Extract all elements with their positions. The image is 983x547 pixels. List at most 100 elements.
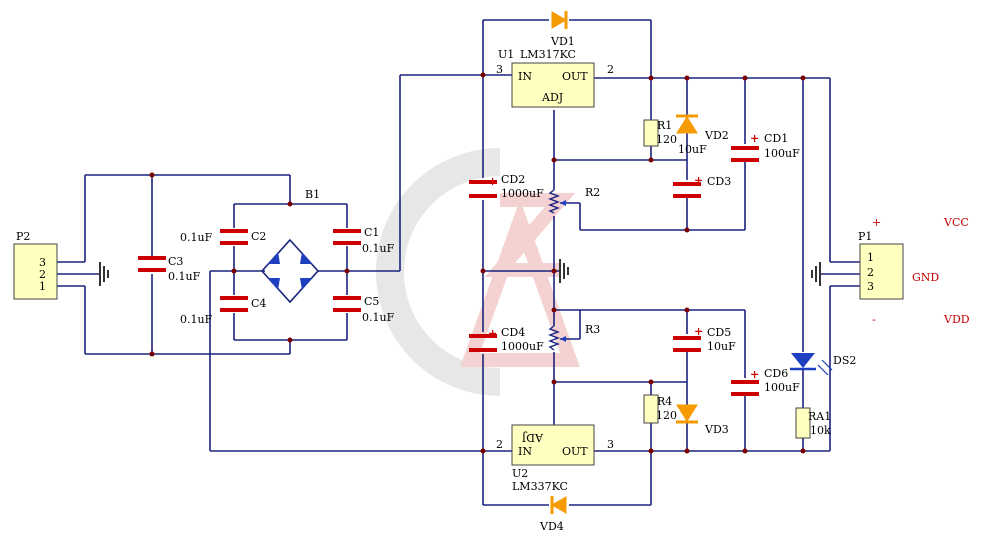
cd6-label: CD6	[764, 367, 788, 380]
cd1-plus: +	[750, 132, 759, 145]
cd1-value: 100uF	[764, 147, 800, 160]
vcc-label: VCC	[943, 216, 969, 229]
capacitor-cd1: + CD1 100uF	[731, 132, 800, 162]
capacitor-cd6: + CD6 100uF	[731, 367, 800, 396]
u1-label: U1	[498, 48, 514, 61]
capacitor-c5: C5 0.1uF	[333, 295, 395, 324]
vd2-note: 10uF	[678, 143, 707, 156]
led-ds2: DS2	[790, 353, 856, 376]
cd4-plus: +	[488, 327, 497, 340]
u2-label: U2	[512, 467, 528, 480]
zener-vd2: VD2 10uF	[676, 114, 729, 156]
ground-symbol-left	[99, 262, 109, 286]
connector-p1: P1 1 2 3	[858, 230, 904, 300]
r1-label: R1	[657, 119, 672, 132]
junction-dots	[149, 72, 806, 454]
c1-value: 0.1uF	[362, 242, 395, 255]
potentiometer-r3: R3	[548, 323, 600, 351]
capacitor-c3: C3 0.1uF	[138, 255, 201, 283]
c5-value: 0.1uF	[362, 311, 395, 324]
c2-value: 0.1uF	[180, 231, 213, 244]
output-labels: + VCC GND - VDD	[872, 216, 970, 326]
cd4-label: CD4	[501, 326, 525, 339]
connector-p2: P2 3 2 1	[13, 230, 58, 300]
cd2-label: CD2	[501, 173, 525, 186]
r1-value: 120	[656, 133, 677, 146]
vd3-label: VD3	[704, 423, 729, 436]
ground-symbol-right	[811, 262, 821, 286]
vd2-label: VD2	[704, 129, 729, 142]
capacitor-c2: C2 0.1uF	[180, 229, 266, 245]
resistor-r4: R4 120	[643, 394, 677, 424]
gnd-label: GND	[912, 271, 939, 284]
c3-label: C3	[168, 255, 183, 268]
vdd-label: VDD	[943, 313, 970, 326]
u2-pin-adj: ADJ	[522, 431, 544, 444]
p2-pin-2: 2	[39, 268, 46, 281]
u2-model: LM337KC	[512, 480, 568, 493]
c2-label: C2	[251, 230, 266, 243]
zener-vd3: VD3	[676, 404, 729, 436]
c4-value: 0.1uF	[180, 313, 213, 326]
ra1-value: 10k	[810, 424, 831, 437]
p1-pin-3: 3	[867, 280, 874, 293]
cd6-value: 100uF	[764, 381, 800, 394]
r2-label: R2	[585, 186, 600, 199]
vd4-label: VD4	[539, 520, 564, 533]
u1-model: LM317KC	[520, 48, 576, 61]
cd1-label: CD1	[764, 132, 788, 145]
u2-pin-3: 3	[607, 438, 614, 451]
capacitor-cd5: + CD5 10uF	[673, 325, 736, 353]
resistor-r1: R1 120	[643, 119, 677, 147]
capacitor-cd2: + CD2 1000uF	[469, 173, 544, 200]
vcc-sign: +	[872, 216, 881, 229]
u1-pin-2: 2	[607, 63, 614, 76]
cd6-plus: +	[750, 368, 759, 381]
c3-value: 0.1uF	[168, 270, 201, 283]
potentiometer-r2: R2	[548, 186, 600, 214]
p2-pin-1: 1	[39, 280, 46, 293]
r4-value: 120	[656, 409, 677, 422]
b1-label: B1	[305, 188, 320, 201]
u1-pin-3: 3	[496, 63, 503, 76]
bridge-rectifier-b1: B1	[260, 188, 320, 304]
u2-pin-2: 2	[496, 438, 503, 451]
ra1-label: RA1	[808, 410, 831, 423]
u1-pin-out: OUT	[562, 70, 588, 83]
cd3-label: CD3	[707, 175, 731, 188]
cd4-value: 1000uF	[501, 340, 544, 353]
cd3-plus: +	[694, 174, 703, 187]
cd5-plus: +	[694, 325, 703, 338]
p1-label: P1	[858, 230, 872, 243]
u2-pin-in: IN	[518, 445, 532, 458]
cd2-plus: +	[488, 175, 497, 188]
cd5-value: 10uF	[707, 340, 736, 353]
r4-label: R4	[657, 395, 672, 408]
capacitor-cd4: + CD4 1000uF	[469, 326, 544, 353]
c5-label: C5	[364, 295, 379, 308]
u1-pin-adj: ADJ	[541, 91, 563, 104]
p2-pin-3: 3	[39, 256, 46, 269]
diode-vd4: VD4	[539, 496, 567, 533]
p2-label: P2	[16, 230, 30, 243]
capacitor-c4: C4 0.1uF	[180, 296, 266, 326]
cd5-label: CD5	[707, 326, 731, 339]
c4-label: C4	[251, 297, 266, 310]
regulator-u2: U2 LM337KC IN OUT ADJ 2 3	[496, 424, 614, 493]
p1-pin-1: 1	[867, 251, 874, 264]
vdd-sign: -	[872, 313, 876, 326]
u2-pin-out: OUT	[562, 445, 588, 458]
c1-label: C1	[364, 226, 379, 239]
ground-symbol-center	[559, 259, 569, 283]
resistor-ra1: RA1 10k	[795, 407, 831, 439]
capacitor-cd3: + CD3	[673, 174, 731, 198]
wires	[57, 19, 860, 506]
vd1-label: VD1	[550, 35, 575, 48]
p1-pin-2: 2	[867, 266, 874, 279]
diode-vd1: VD1	[550, 11, 575, 48]
ds2-label: DS2	[833, 354, 856, 367]
capacitor-c1: C1 0.1uF	[333, 226, 395, 255]
watermark-logo	[376, 148, 580, 396]
